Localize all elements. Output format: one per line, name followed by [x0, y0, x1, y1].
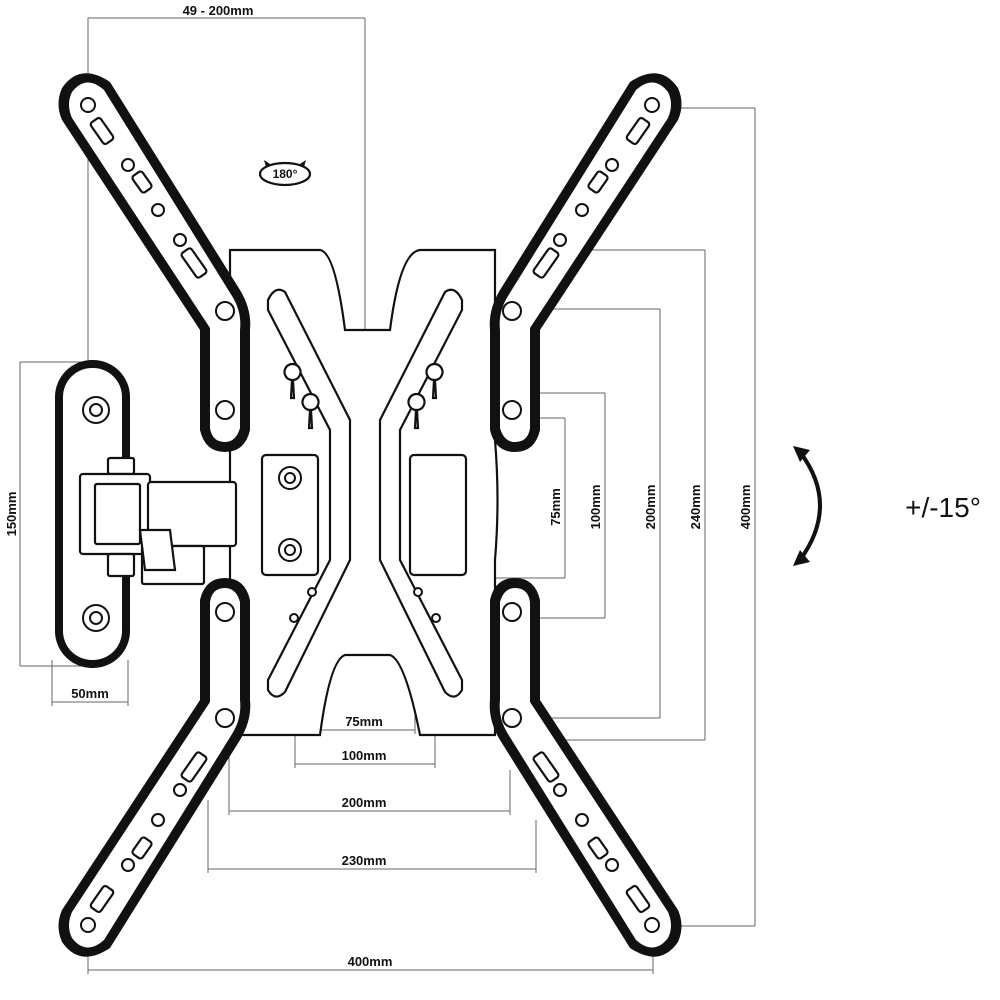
mounting-plate: [228, 248, 499, 737]
v-240-label: 240mm: [688, 485, 703, 530]
h-400-label: 400mm: [348, 954, 393, 969]
rotation-label: 180°: [273, 167, 298, 181]
keyhole-slot: [283, 363, 302, 400]
arm-bottom-right: [489, 578, 682, 957]
v-100-label: 100mm: [588, 485, 603, 530]
h-75-label: 75mm: [345, 714, 383, 729]
arm-bottom-left: [58, 578, 251, 957]
vesa-width-range-label: 49 - 200mm: [183, 3, 254, 18]
wall-height-label: 150mm: [4, 492, 19, 537]
tilt-label: +/-15°: [905, 492, 981, 523]
h-200-label: 200mm: [342, 795, 387, 810]
arm-top-left: [58, 73, 251, 452]
tilt-joint: [78, 456, 238, 586]
arm-top-right: [489, 73, 682, 452]
h-100-label: 100mm: [342, 748, 387, 763]
tilt-arrow: [793, 446, 822, 566]
h-230-label: 230mm: [342, 853, 387, 868]
v-75-label: 75mm: [548, 488, 563, 526]
wall-width-label: 50mm: [71, 686, 109, 701]
v-200-label: 200mm: [643, 485, 658, 530]
v-400-label: 400mm: [738, 485, 753, 530]
rotation-badge: 180°: [258, 160, 312, 187]
